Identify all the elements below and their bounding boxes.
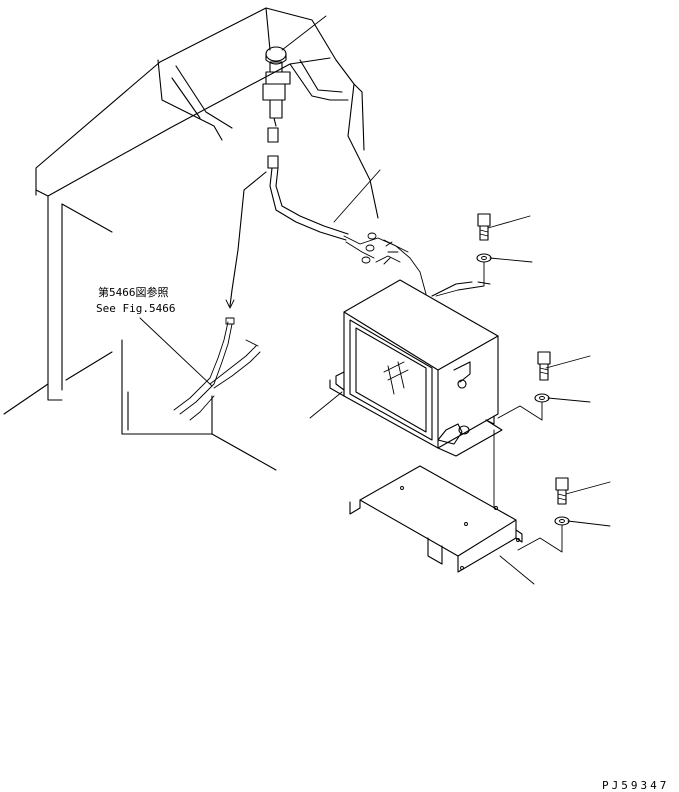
wire-harness xyxy=(225,167,427,309)
bolt-3 xyxy=(554,477,570,526)
controller-box xyxy=(329,279,503,457)
leader-lines xyxy=(139,15,611,585)
switch xyxy=(262,46,291,169)
reference-label-en: See Fig.5466 xyxy=(96,302,175,315)
bolt-2 xyxy=(534,351,551,403)
drawing-code: PJ59347 xyxy=(602,779,669,792)
cab-outline xyxy=(3,7,379,471)
referenced-harness xyxy=(173,317,261,421)
mounting-bracket xyxy=(349,465,523,573)
reference-label-jp: 第5466図参照 xyxy=(98,285,169,299)
assembly-lines xyxy=(435,261,563,553)
